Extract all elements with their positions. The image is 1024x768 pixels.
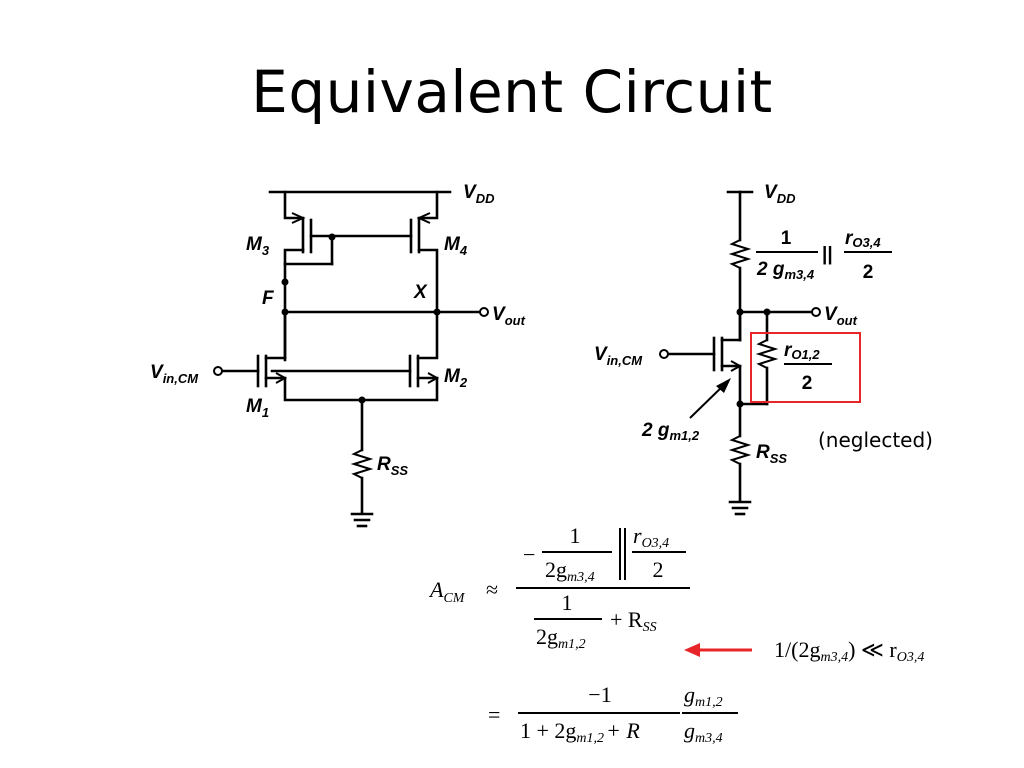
transistor-m1: Vin,CM M1	[150, 310, 364, 420]
numer-one: 1	[570, 523, 581, 548]
node-f-label: F	[262, 288, 275, 309]
approx-symbol: ≈	[486, 577, 498, 602]
gm12-label: 2 gm1,2	[641, 420, 700, 443]
vdd-label: VDD	[463, 182, 495, 206]
minus-one: −1	[588, 682, 611, 707]
rss-label-right: RSS	[756, 442, 787, 466]
right-circuit: VDD 1 2 gm3,4 || rO3,4 2 Vout Vin,CM	[594, 182, 933, 516]
transistor-m2: M2	[270, 310, 468, 402]
resistor-load	[728, 239, 752, 269]
ground-symbol-left	[350, 512, 374, 528]
transistor-m4: M4	[330, 190, 468, 314]
ro34-top: rO3,4	[633, 523, 669, 551]
approximation-note: 1/(2gm3,4) ≪ rO3,4	[684, 637, 924, 665]
minus-sign: −	[523, 542, 535, 567]
resistor-rss-right	[728, 435, 752, 465]
ro12-numerator: rO1,2	[784, 340, 820, 362]
resistor-rss-left: RSS	[350, 398, 408, 514]
vin-label-left: Vin,CM	[150, 362, 199, 386]
ro12-denominator: 2	[802, 373, 813, 394]
equals-sign: =	[488, 702, 500, 727]
transistor-m3: M3	[246, 190, 336, 284]
neglected-label: (neglected)	[818, 428, 933, 452]
plus-rss: + RSS	[610, 607, 657, 635]
bottom-numer-one: 1	[562, 590, 573, 615]
resistor-ro12: rO1,2 2	[738, 310, 832, 406]
ground-symbol-right	[728, 500, 752, 516]
ratio-denom: gm3,4	[684, 718, 723, 746]
parallel-symbol: ||	[822, 244, 833, 265]
transistor-m12-equivalent: Vin,CM	[594, 310, 743, 406]
vin-label-right: Vin,CM	[594, 344, 643, 368]
red-arrow-head	[684, 643, 700, 657]
two-bottom: 2	[653, 557, 664, 582]
m3-label: M3	[246, 234, 270, 258]
neglected-highlight-box	[750, 332, 861, 403]
load-numerator: 1	[781, 228, 792, 249]
denom-2gm12: 2gm1,2	[536, 624, 586, 652]
acm-symbol: ACM	[428, 577, 466, 606]
m2-label: M2	[444, 366, 468, 390]
left-circuit: VDD M3 M4 F	[150, 182, 526, 528]
ro34-denominator: 2	[863, 262, 874, 283]
acm-equation: ACM ≈ − 1 2gm3,4 rO3,4 2 1 2gm1,2 + RSS …	[428, 523, 738, 746]
gm12-arrow	[716, 378, 731, 393]
slide-title: Equivalent Circuit	[251, 58, 773, 126]
rss-label-left: RSS	[377, 454, 408, 478]
approximation-text: 1/(2gm3,4) ≪ rO3,4	[774, 637, 924, 665]
m1-label: M1	[246, 396, 269, 420]
denom-1-plus: 1 + 2gm1,2+ R	[520, 718, 640, 746]
vout-label-left: Vout	[492, 304, 526, 328]
node-x-label: X	[413, 282, 428, 303]
vout-label-right: Vout	[824, 304, 858, 328]
vdd-label-right: VDD	[764, 182, 796, 206]
denom-2gm34: 2gm3,4	[545, 557, 595, 585]
load-denominator: 2 gm3,4	[756, 259, 815, 282]
m4-label: M4	[444, 234, 468, 258]
ro34-numerator: rO3,4	[845, 228, 881, 250]
ratio-numer: gm1,2	[684, 682, 723, 710]
